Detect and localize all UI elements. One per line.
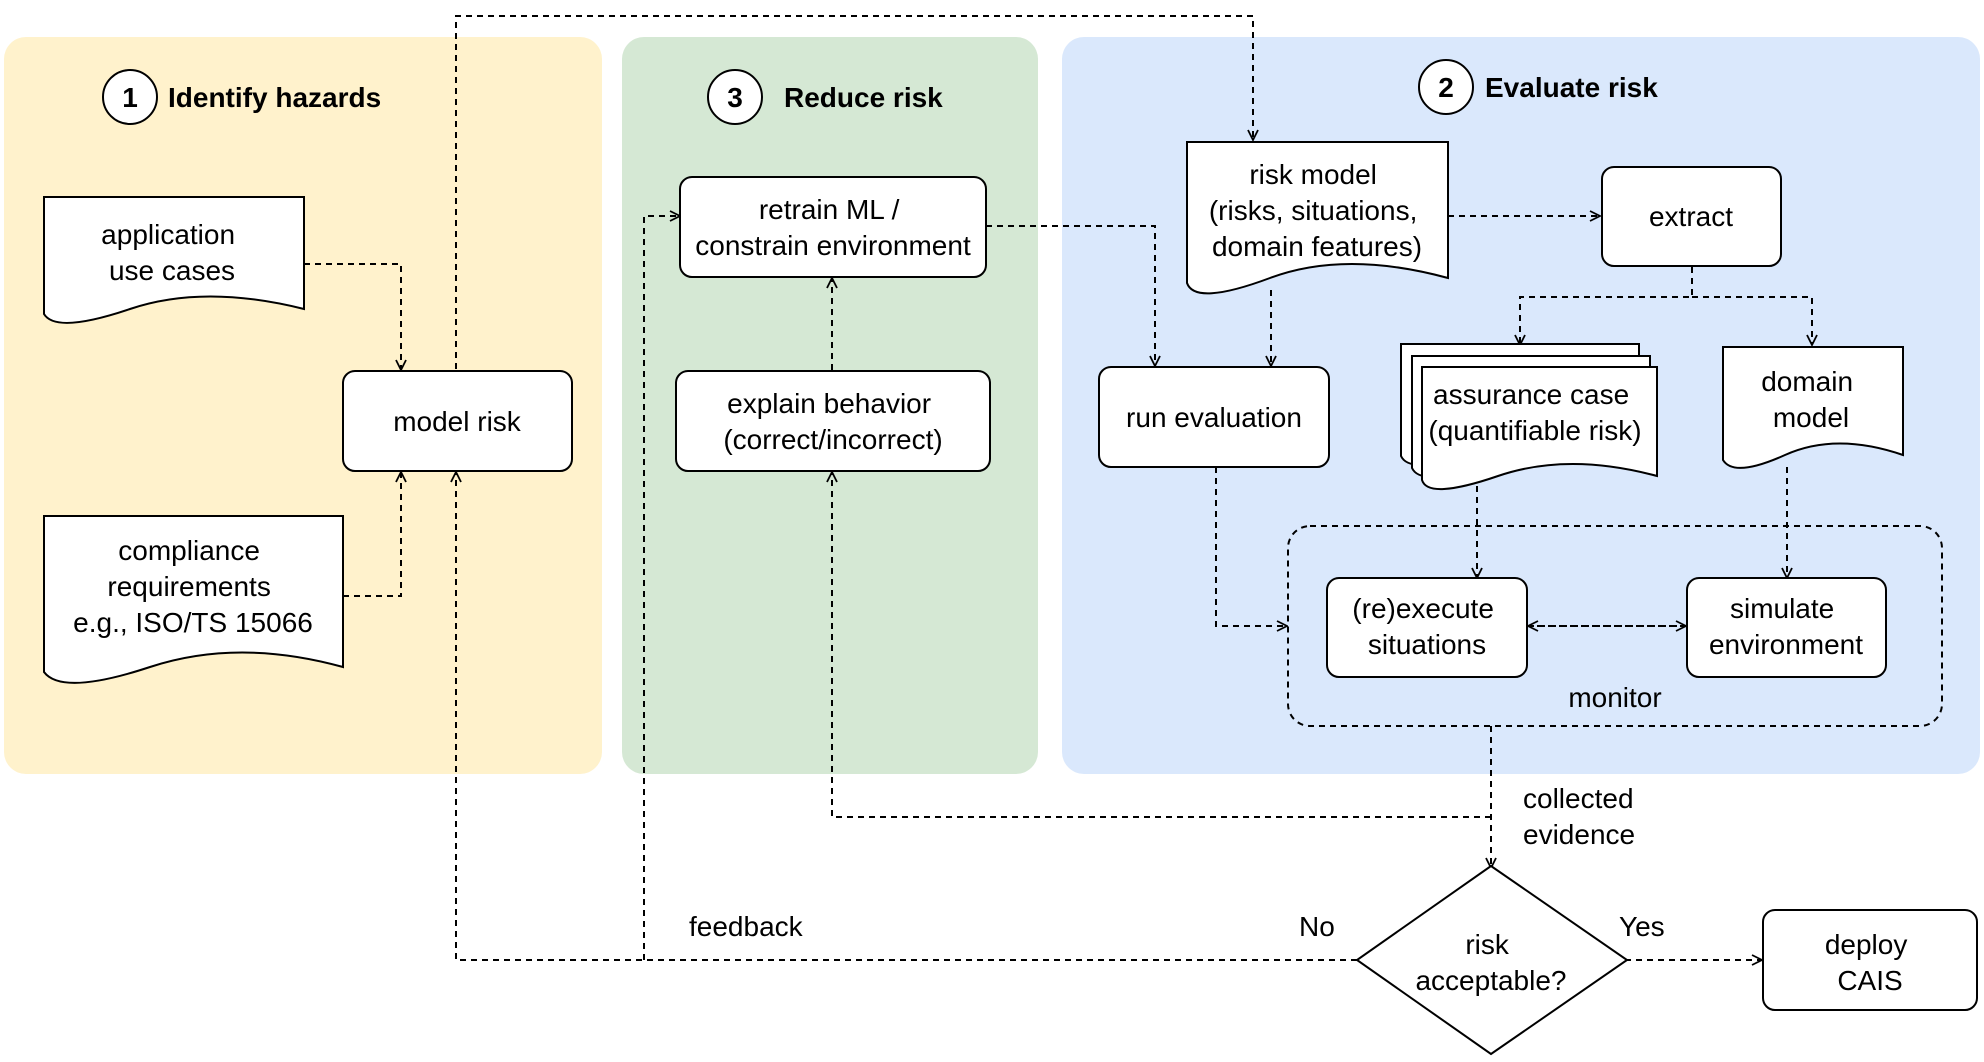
edge-use-cases-to-model-risk bbox=[304, 263, 401, 370]
group-label: monitor bbox=[1568, 682, 1661, 713]
node-label: explain behavior (correct/incorrect) bbox=[723, 388, 942, 455]
node-label: assurance case (quantifiable risk) bbox=[1428, 379, 1641, 446]
edge-no-to-model-risk bbox=[456, 472, 1357, 961]
node-label: application use cases bbox=[101, 219, 243, 286]
node-label: compliance requirements e.g., ISO/TS 150… bbox=[73, 535, 313, 638]
node-label: risk model (risks, situations, domain fe… bbox=[1209, 159, 1425, 262]
edge-label-feedback: feedback bbox=[689, 911, 804, 942]
node-monitor: monitor bbox=[1287, 525, 1943, 727]
document-shape bbox=[1186, 141, 1449, 295]
node-label: domain model bbox=[1761, 366, 1861, 433]
document-shape bbox=[43, 515, 344, 684]
node-label: simulate environment bbox=[1709, 593, 1863, 660]
phase-number: 2 bbox=[1438, 72, 1454, 103]
process-box bbox=[342, 370, 573, 472]
edge-extract-to-assurance-case bbox=[1520, 267, 1693, 345]
phase-title: Reduce risk bbox=[784, 82, 943, 113]
document-shape bbox=[1722, 346, 1904, 469]
decision-diamond bbox=[1355, 864, 1629, 1056]
node-simulate-environment: simulate environment bbox=[1686, 577, 1887, 678]
node-label: retrain ML / constrain environment bbox=[695, 194, 971, 261]
phase-title: Identify hazards bbox=[168, 82, 381, 113]
node-reexecute-situations: (re)execute situations bbox=[1326, 577, 1528, 678]
node-label: (re)execute situations bbox=[1352, 593, 1501, 660]
node-application-use-cases: application use cases bbox=[43, 196, 305, 324]
edge-label-collected-evidence: collected evidence bbox=[1523, 783, 1641, 850]
process-box bbox=[1601, 166, 1782, 267]
document-shape bbox=[43, 196, 305, 324]
node-deploy-cais: deploy CAIS bbox=[1762, 909, 1978, 1011]
process-box bbox=[1326, 577, 1528, 678]
node-explain-behavior: explain behavior (correct/incorrect) bbox=[675, 370, 991, 472]
node-label: extract bbox=[1649, 201, 1733, 232]
node-domain-model: domain model bbox=[1722, 346, 1904, 469]
process-box bbox=[675, 370, 991, 472]
edge-label-no: No bbox=[1299, 911, 1335, 942]
node-label: run evaluation bbox=[1126, 402, 1302, 433]
document-shape bbox=[1421, 366, 1658, 490]
edge-label-yes: Yes bbox=[1619, 911, 1665, 942]
process-box bbox=[1098, 366, 1330, 468]
node-label: risk acceptable? bbox=[1415, 929, 1566, 996]
node-retrain-ml: retrain ML / constrain environment bbox=[679, 176, 987, 278]
identify-hazards-header: 1 Identify hazards bbox=[102, 69, 381, 125]
phase-number-badge bbox=[707, 69, 763, 125]
node-model-risk: model risk bbox=[342, 370, 573, 472]
phase-number-badge bbox=[1418, 59, 1474, 115]
edge-run-evaluation-to-monitor bbox=[1215, 467, 1287, 626]
evaluate-risk-header: 2 Evaluate risk bbox=[1418, 59, 1658, 115]
node-risk-model: risk model (risks, situations, domain fe… bbox=[1186, 141, 1449, 295]
edge-model-risk-to-risk-model bbox=[455, 15, 1253, 391]
edge-feedback-to-retrain bbox=[643, 216, 680, 960]
phase-number-badge bbox=[102, 69, 158, 125]
reduce-risk-header: 3 Reduce risk bbox=[707, 69, 943, 125]
phase-number: 1 bbox=[122, 82, 138, 113]
node-assurance-case: assurance case (quantifiable risk) bbox=[1400, 343, 1658, 490]
node-run-evaluation: run evaluation bbox=[1098, 366, 1330, 468]
edge-compliance-to-model-risk bbox=[343, 472, 401, 597]
phase-number: 3 bbox=[727, 82, 743, 113]
process-box bbox=[1762, 909, 1978, 1011]
process-box bbox=[679, 176, 987, 278]
node-compliance-requirements: compliance requirements e.g., ISO/TS 150… bbox=[43, 515, 344, 684]
node-label: deploy CAIS bbox=[1825, 929, 1915, 996]
process-box bbox=[1686, 577, 1887, 678]
edge-retrain-to-run-evaluation bbox=[986, 225, 1155, 366]
phase-title: Evaluate risk bbox=[1485, 72, 1658, 103]
node-label: model risk bbox=[393, 406, 522, 437]
node-extract: extract bbox=[1601, 166, 1782, 267]
node-risk-acceptable-decision: risk acceptable? bbox=[1355, 864, 1629, 1056]
